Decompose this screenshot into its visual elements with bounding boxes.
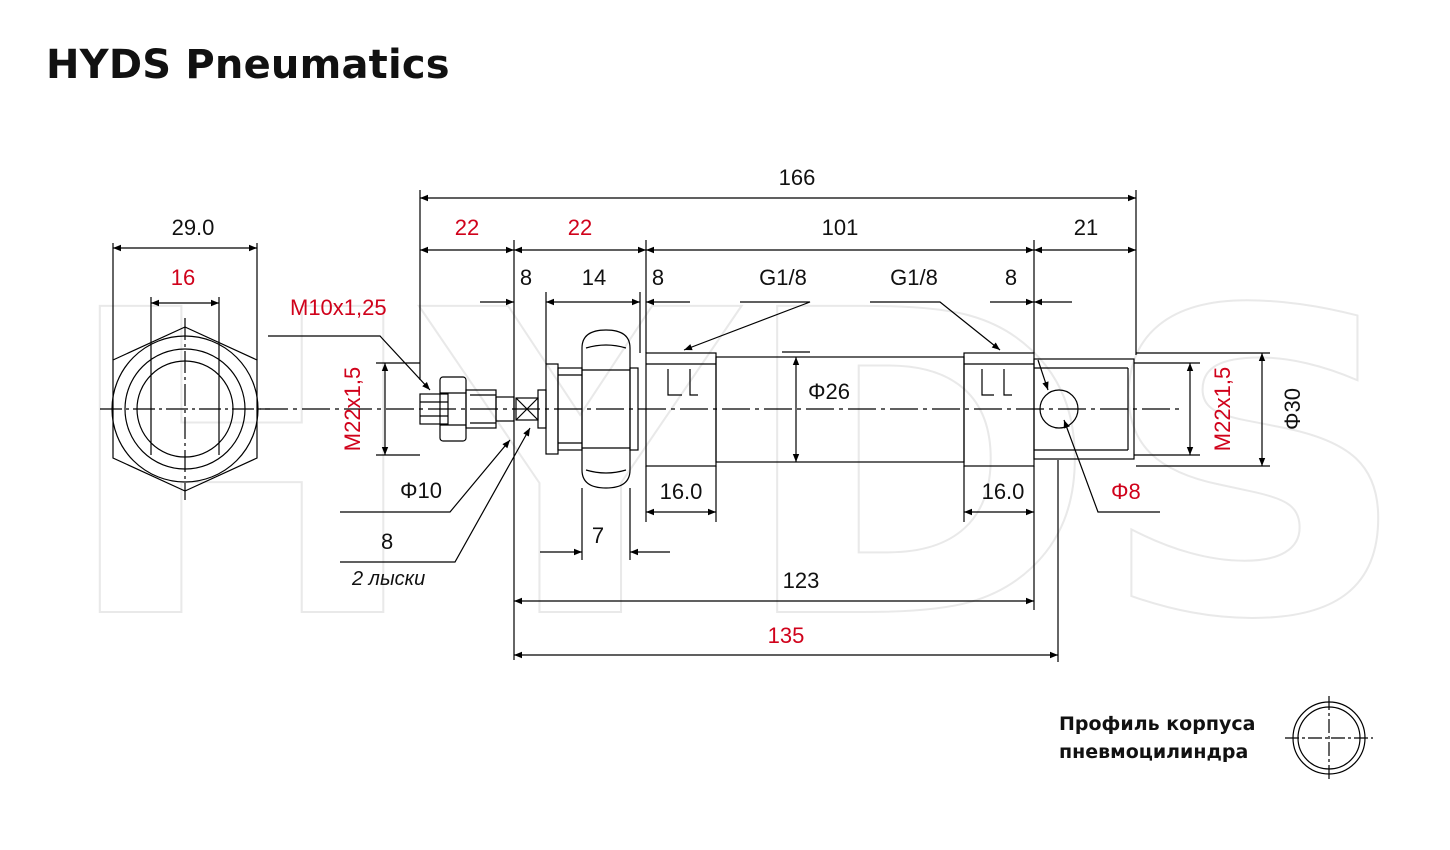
hex-end-view bbox=[100, 243, 270, 500]
dim-body-dia: Φ26 bbox=[808, 379, 850, 404]
dim-21: 21 bbox=[1074, 215, 1098, 240]
dim-pin-dia: Φ8 bbox=[1111, 479, 1141, 504]
dim-22-a: 22 bbox=[455, 215, 479, 240]
profile-caption-line2: пневмоцилиндра bbox=[1059, 741, 1249, 763]
dim-mount-thread-left: M22x1,5 bbox=[340, 367, 365, 451]
profile-symbol bbox=[1285, 696, 1373, 780]
dim-8-b: 8 bbox=[652, 265, 664, 290]
profile-caption-line1: Профиль корпуса bbox=[1059, 713, 1256, 735]
page-title: HYDS Pneumatics bbox=[46, 42, 450, 88]
dim-flats-size: 8 bbox=[381, 529, 393, 554]
dim-rod-thread: M10x1,25 bbox=[290, 295, 387, 320]
extension-lines bbox=[376, 190, 1270, 662]
dim-overall: 166 bbox=[779, 165, 816, 190]
dim-flange-dia: Φ30 bbox=[1280, 388, 1305, 430]
dim-mount-thread-right: M22x1,5 bbox=[1210, 367, 1235, 451]
dim-g18-a: G1/8 bbox=[759, 265, 807, 290]
leader-lines bbox=[268, 301, 1160, 563]
dim-nut-len: 7 bbox=[592, 523, 604, 548]
dim-14: 14 bbox=[582, 265, 606, 290]
dim-rod-dia: Φ10 bbox=[400, 478, 442, 503]
profile-caption: Профиль корпуса пневмоцилиндра bbox=[1059, 710, 1255, 766]
dim-flats-note: 2 лыски bbox=[351, 568, 425, 590]
dim-123: 123 bbox=[783, 568, 820, 593]
dim-135: 135 bbox=[768, 623, 805, 648]
dim-22-b: 22 bbox=[568, 215, 592, 240]
dim-101: 101 bbox=[822, 215, 859, 240]
dimension-lines bbox=[381, 194, 1266, 659]
cylinder-outline bbox=[419, 329, 1135, 489]
dim-hex-width: 29.0 bbox=[172, 215, 215, 240]
dim-hex-inner: 16 bbox=[171, 265, 195, 290]
dim-g18-b: G1/8 bbox=[890, 265, 938, 290]
dim-8-c: 8 bbox=[1005, 265, 1017, 290]
watermark: HYDS bbox=[60, 223, 1410, 712]
dim-cap-len-right: 16.0 bbox=[982, 479, 1025, 504]
dim-cap-len-left: 16.0 bbox=[660, 479, 703, 504]
dim-8-a: 8 bbox=[520, 265, 532, 290]
